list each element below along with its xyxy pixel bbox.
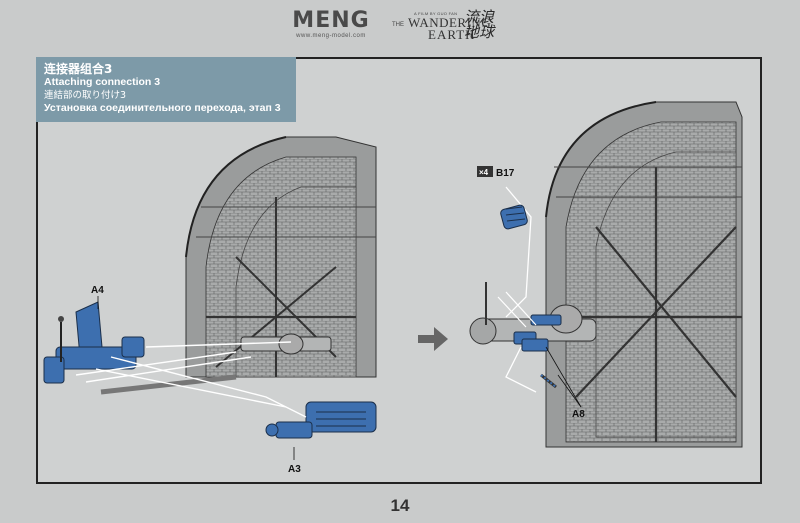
label-a8: A8	[572, 409, 585, 420]
label-a4: A4	[91, 285, 104, 296]
step-arrow	[418, 327, 448, 351]
step-title-box: 连接器组合3 Attaching connection 3 連結部の取り付け3 …	[36, 57, 296, 122]
wandering-earth-logo: A FILM BY GUO FAN THE WANDERING EARTH 流浪…	[392, 8, 512, 44]
step-title-english: Attaching connection 3	[44, 76, 161, 88]
page-header: MENG www.meng-model.com A FILM BY GUO FA…	[0, 0, 800, 50]
film-title-text: WANDERING	[408, 15, 492, 30]
film-credit-text: A FILM BY GUO FAN	[414, 11, 458, 16]
part-a3	[265, 401, 377, 439]
meng-url-text: www.meng-model.com	[296, 33, 366, 39]
label-a3: A3	[288, 464, 301, 475]
step-title-chinese: 连接器组合3	[44, 62, 113, 76]
quantity-badge: ×4	[479, 168, 489, 177]
part-a4	[43, 301, 145, 384]
page-number: 14	[390, 496, 410, 515]
meng-brand-text: MENG	[292, 8, 370, 33]
right-labels: ×4 B17 A8	[477, 166, 585, 420]
step-title-russian: Установка соединительного перехода, этап…	[44, 102, 281, 114]
left-blue-parts: A4 A3	[43, 285, 377, 475]
label-b17: B17	[496, 168, 515, 179]
left-ring-structure	[185, 136, 377, 378]
assembly-arrows	[75, 341, 307, 418]
right-connector	[469, 186, 597, 393]
meng-logo: MENG www.meng-model.com	[286, 10, 376, 40]
step-title-japanese: 連結部の取り付け3	[44, 90, 127, 101]
film-the-text: THE	[392, 22, 404, 28]
film-chinese-title: 流浪地球	[464, 8, 495, 41]
film-title-earth-text: EARTH	[428, 27, 476, 42]
assembly-illustration: A4 A3 ×4 B17 A8	[43, 101, 743, 475]
right-ring-structure	[545, 101, 743, 448]
